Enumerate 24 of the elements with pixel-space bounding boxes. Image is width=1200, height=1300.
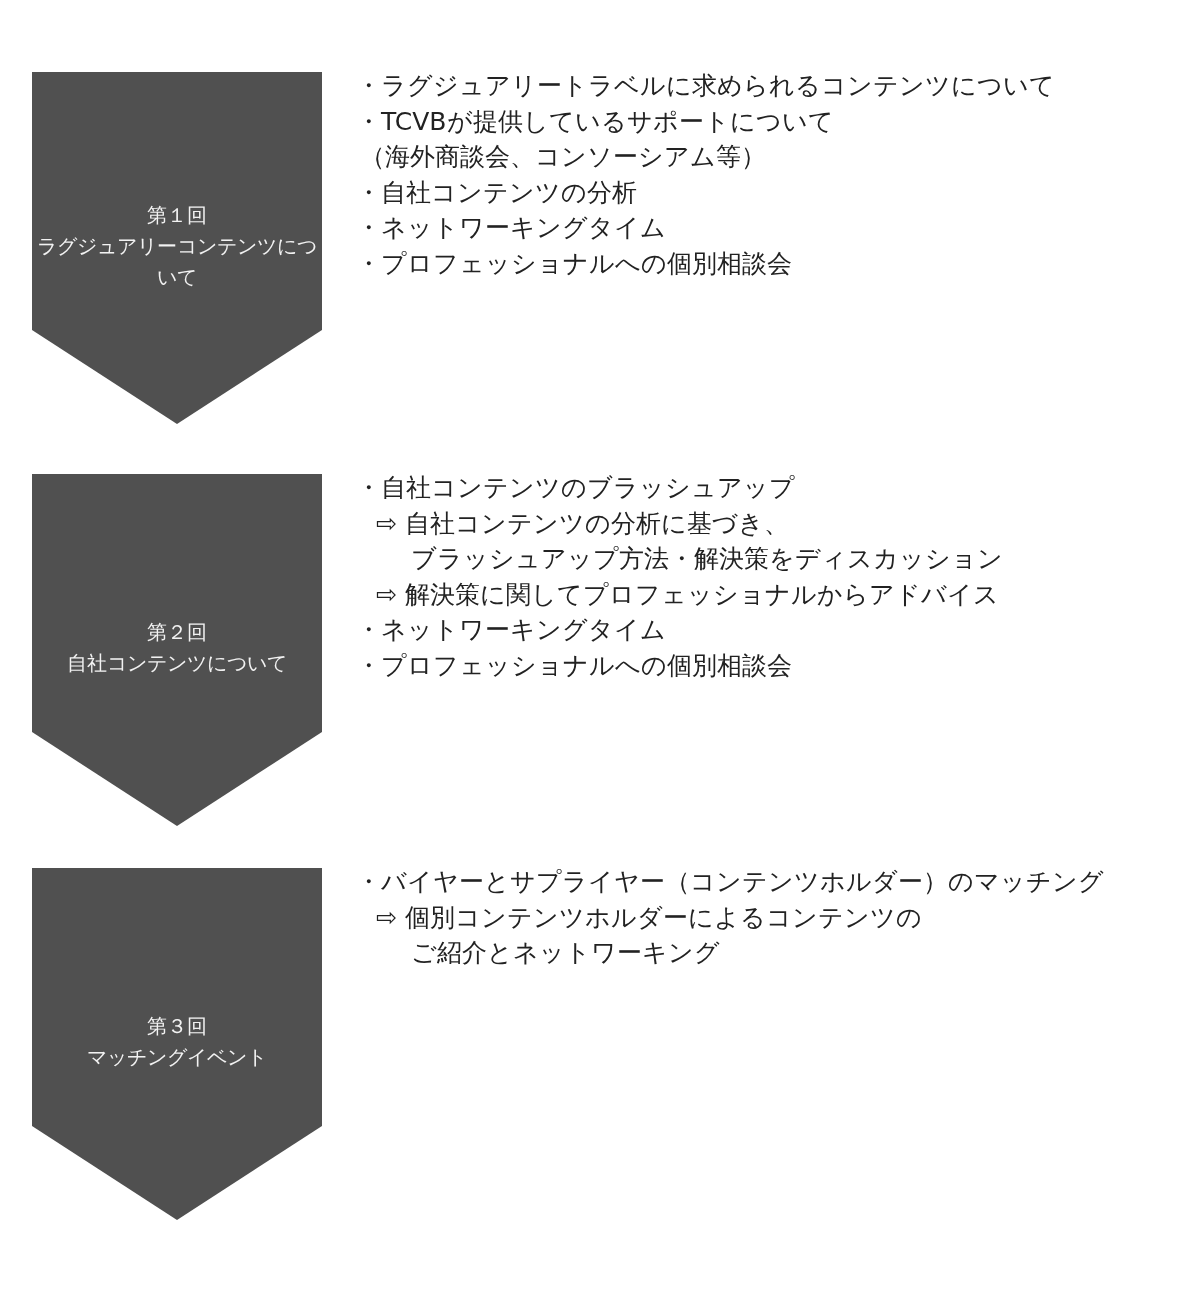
list-item: ・ラグジュアリートラベルに求められるコンテンツについて (356, 70, 1055, 102)
step-number: 第１回 (146, 201, 208, 229)
step-number: 第２回 (146, 619, 208, 646)
list-item: ⇨ 個別コンテンツホルダーによるコンテンツの (376, 901, 922, 934)
list-item: ⇨ 自社コンテンツの分析に基づき、 (376, 507, 789, 540)
list-item: ⇨ 解決策に関してプロフェッショナルからアドバイス (376, 578, 999, 611)
list-item: ・TCVBが提供しているサポートについて (356, 105, 834, 138)
list-item: ご紹介とネットワーキング (411, 937, 720, 969)
list-item: ・ネットワーキングタイム (356, 212, 666, 244)
step-title: ラグジュアリーコンテンツについて (36, 232, 318, 291)
list-item: ・自社コンテンツのブラッシュアップ (356, 472, 795, 504)
chevron-step (32, 474, 322, 826)
step-title: マッチングイベント (86, 1044, 268, 1071)
list-item: （海外商談会、コンソーシアム等） (360, 141, 766, 173)
list-item: ・自社コンテンツの分析 (356, 176, 637, 209)
step-number: 第３回 (146, 1013, 208, 1040)
chevron-step (32, 868, 322, 1220)
list-item: ・プロフェッショナルへの個別相談会 (356, 649, 792, 682)
step-title: 自社コンテンツについて (66, 650, 288, 677)
list-item: ・プロフェッショナルへの個別相談会 (356, 247, 792, 280)
list-item: ・バイヤーとサプライヤー（コンテンツホルダー）のマッチング (356, 866, 1104, 898)
chevron-step (32, 72, 322, 424)
list-item: ・ネットワーキングタイム (356, 614, 666, 646)
list-item: ブラッシュアップ方法・解決策をディスカッション (411, 543, 1003, 575)
